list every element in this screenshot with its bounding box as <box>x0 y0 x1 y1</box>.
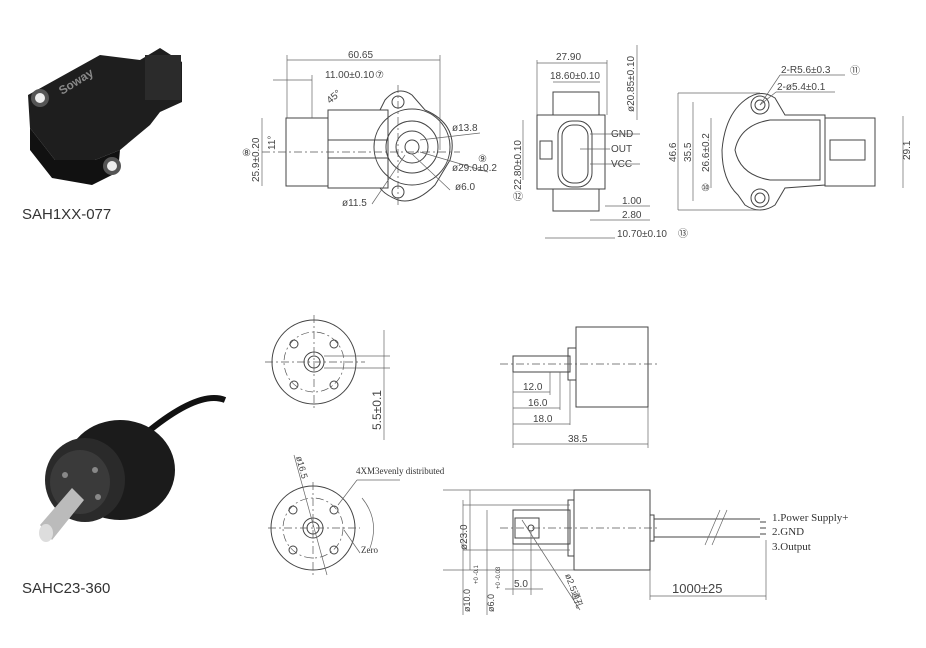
ref-11: ⑪ <box>850 65 860 77</box>
dim-angle-11: 11° <box>267 136 278 150</box>
dim-d6: ø6.0 <box>455 182 475 193</box>
dim-angle-45: 45° <box>325 88 344 106</box>
ref-9: ⑨ <box>478 154 487 165</box>
dim-35-5: 35.5 <box>683 142 694 162</box>
ref-8: ⑧ <box>242 148 251 159</box>
dim-through-hole: ø2.5通孔 <box>563 572 585 609</box>
wire-output: 3.Output <box>772 541 811 553</box>
dim-flange-dia: ø10.0 <box>462 589 472 612</box>
dim-overall: 60.65 <box>348 50 373 61</box>
dim-width: 27.90 <box>556 52 581 63</box>
dim-flat: 5.0 <box>514 579 528 590</box>
dim-12-0: 12.0 <box>523 382 543 393</box>
dim-16-0: 16.0 <box>528 398 548 409</box>
dim-38-5: 38.5 <box>568 434 588 445</box>
dim-pcd: ø16.5 <box>294 455 310 480</box>
dim-10-70: 10.70±0.10 <box>617 229 667 240</box>
ref-13: ⑬ <box>678 228 688 240</box>
dim-d11-5: ø11.5 <box>342 198 367 209</box>
pin-gnd: GND <box>611 129 633 140</box>
dim-29-1: 29.1 <box>902 140 913 160</box>
sah1xx-photo: Soway <box>28 48 182 185</box>
sahc23-flange-top-view <box>265 315 390 440</box>
wire-power: 1.Power Supply+ <box>772 512 848 524</box>
model-label-sah1xx: SAH1XX-077 <box>22 206 111 223</box>
dim-radius: 2-R5.6±0.3 <box>781 65 831 76</box>
tol-flange: +0 -0.1 <box>474 564 480 584</box>
sah1xx-front-view <box>522 45 650 239</box>
sahc23-side-bottom-view <box>443 489 767 615</box>
ref-12: ⑫ <box>513 191 523 203</box>
dim-d20-85: ø20.85±0.10 <box>626 55 637 112</box>
dim-cable-length: 1000±25 <box>672 581 723 596</box>
pin-out: OUT <box>611 144 632 155</box>
dim-front-height: 22.80±0.10 <box>513 140 524 190</box>
model-label-sahc23: SAHC23-360 <box>22 580 110 597</box>
dim-d13-8: ø13.8 <box>452 123 478 134</box>
ref-10: ⑩ <box>701 183 710 194</box>
note-holes: 4XM3evenly distributed <box>356 466 445 476</box>
dim-5-5: 5.5±0.1 <box>370 390 384 430</box>
pin-vcc: VCC <box>611 159 632 170</box>
dim-body-dia: ø23.0 <box>459 524 470 550</box>
tol-shaft: +0 -0.03 <box>496 566 502 589</box>
sah1xx-top-view <box>677 74 904 211</box>
dim-inner: 18.60±0.10 <box>550 71 600 82</box>
dim-26-6: 26.6±0.2 <box>701 133 712 172</box>
dim-2-80: 2.80 <box>622 210 642 221</box>
sahc23-side-top-view <box>500 326 660 448</box>
sahc23-flange-bottom-view <box>268 454 400 576</box>
dim-d29: ø29.0±0.2 <box>452 163 497 174</box>
note-zero: Zero <box>361 545 378 555</box>
dim-shaft-dia: ø6.0 <box>486 594 496 612</box>
sahc23-photo <box>39 395 227 542</box>
dim-height: 25.9±0.20 <box>251 137 262 182</box>
dim-18-0: 18.0 <box>533 414 553 425</box>
wire-gnd: 2.GND <box>772 526 804 538</box>
dim-holes: 2-ø5.4±0.1 <box>777 82 826 93</box>
sah1xx-side-view <box>261 55 489 205</box>
ref-7: ⑦ <box>375 70 384 81</box>
dim-offset: 11.00±0.10 <box>325 70 375 81</box>
dim-1-00: 1.00 <box>622 196 642 207</box>
dim-46-6: 46.6 <box>668 142 679 162</box>
